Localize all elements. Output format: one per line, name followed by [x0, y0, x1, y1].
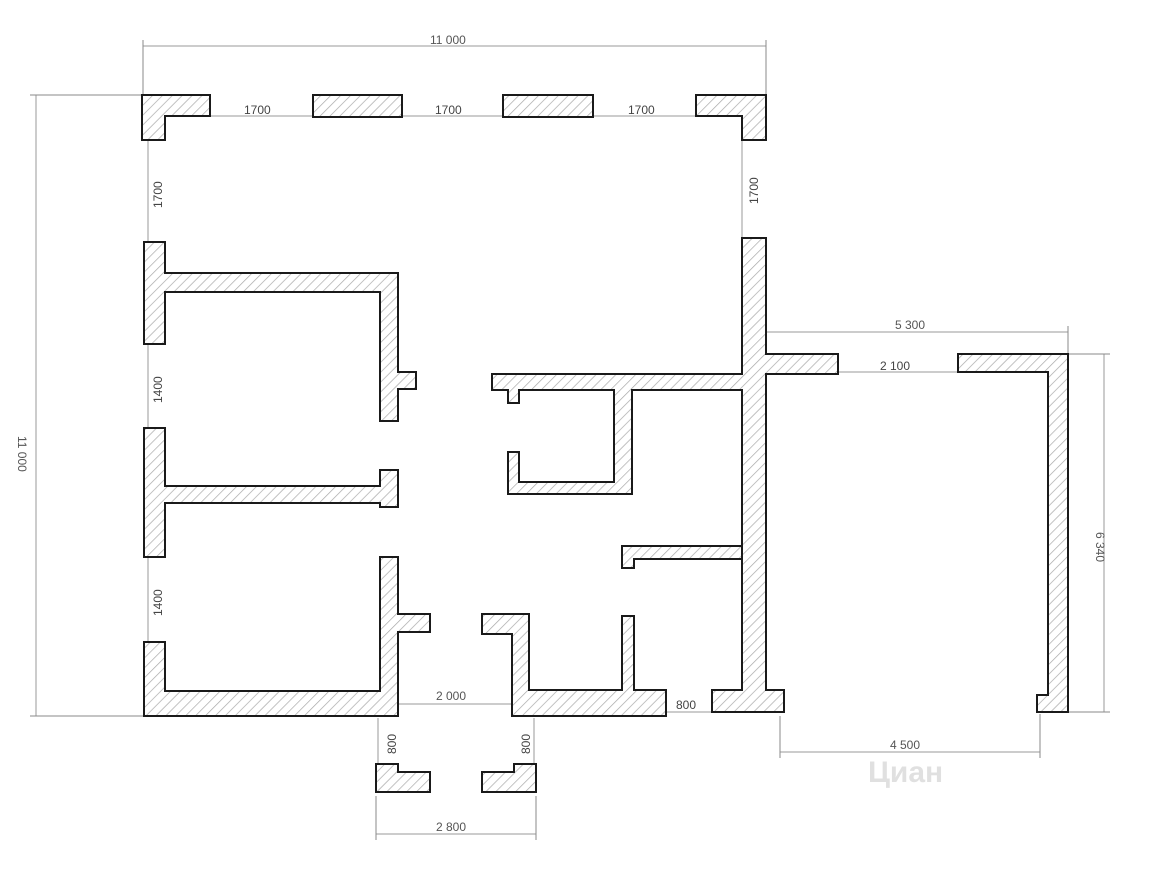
- dim-top-opening-2: 1700: [435, 103, 462, 117]
- dim-top-opening-3: 1700: [628, 103, 655, 117]
- wall-top-segment-1: [312, 94, 403, 118]
- dim-entrance-side-left: 800: [385, 734, 399, 754]
- dim-entrance-opening: 2 000: [436, 689, 466, 703]
- walls: [141, 94, 1069, 793]
- wall-porch-left: [375, 763, 431, 793]
- dim-left-opening-mid: 1400: [151, 376, 165, 403]
- dimension-lines: [30, 40, 1110, 840]
- dim-left-opening-bottom: 1400: [151, 589, 165, 616]
- dim-entrance-side-right: 800: [519, 734, 533, 754]
- wall-bath-block: [491, 237, 839, 713]
- dim-annex-width: 5 300: [895, 318, 925, 332]
- wall-annex: [957, 353, 1069, 713]
- wall-top-segment-2: [502, 94, 594, 118]
- dim-overall-height: 11 000: [15, 436, 29, 472]
- wall-porch-right: [481, 763, 537, 793]
- dim-top-opening-1: 1700: [244, 103, 271, 117]
- wall-left-room-top: [143, 241, 417, 422]
- dimension-labels: 11 000 1700 1700 1700 1700 1700 1400 140…: [15, 33, 1107, 834]
- dim-annex-opening: 2 100: [880, 359, 910, 373]
- dim-right-opening-top: 1700: [747, 177, 761, 204]
- dim-annex-depth: 6 340: [1093, 532, 1107, 562]
- dim-overall-width: 11 000: [430, 33, 466, 47]
- dim-annex-bottom: 4 500: [890, 738, 920, 752]
- wall-right-partition: [621, 545, 743, 569]
- dim-left-opening-top: 1700: [151, 181, 165, 208]
- dim-porch-width: 2 800: [436, 820, 466, 834]
- wall-lower-center-room: [481, 613, 667, 717]
- wall-left-room-middle: [143, 427, 399, 558]
- watermark: Циан: [868, 756, 943, 789]
- dim-bottom-door: 800: [676, 698, 696, 712]
- wall-corner-top-right: [695, 94, 767, 141]
- wall-left-room-bottom: [143, 556, 431, 717]
- wall-corner-top-left: [141, 94, 211, 141]
